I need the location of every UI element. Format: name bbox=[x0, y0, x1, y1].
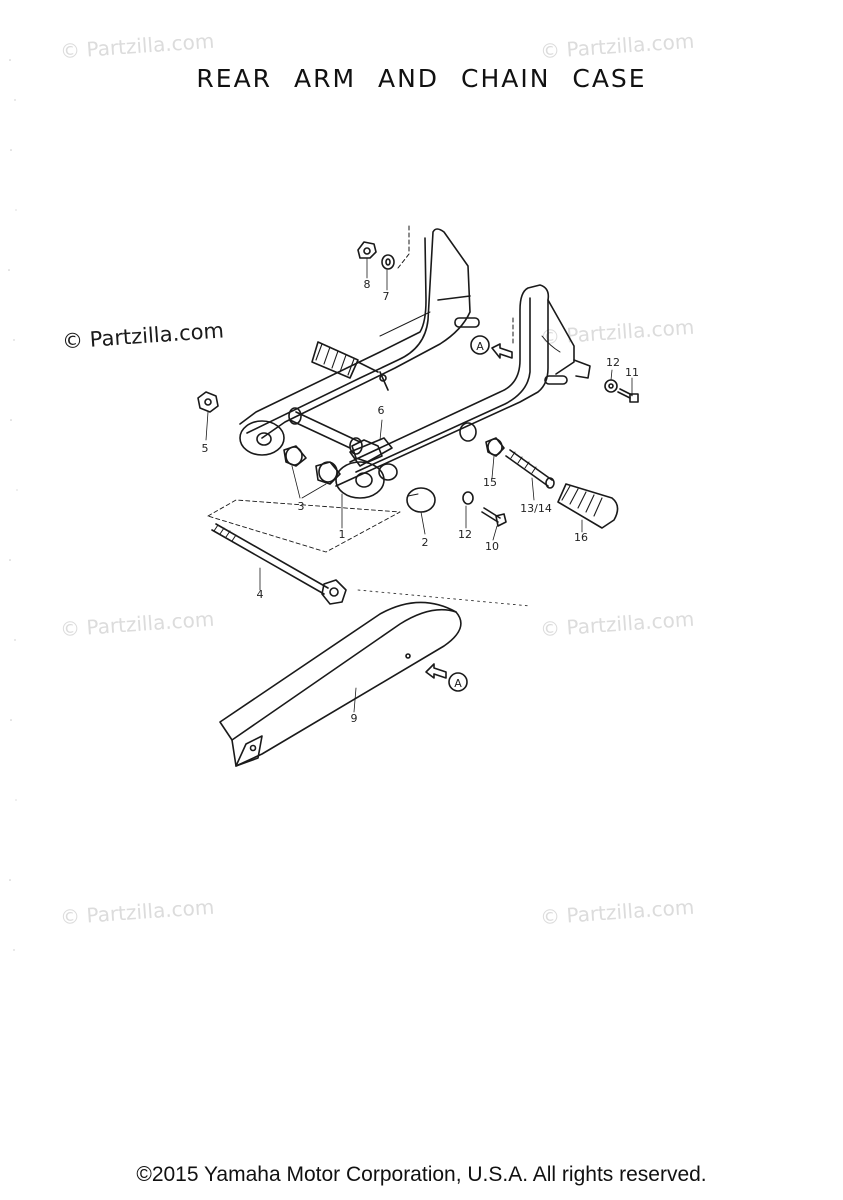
scan-edge-noise bbox=[8, 59, 18, 951]
part-collar-15 bbox=[485, 437, 505, 457]
callout-4: 4 bbox=[257, 588, 264, 601]
callout-12-upper: 12 bbox=[606, 356, 620, 369]
reference-arrow-lower: A bbox=[425, 663, 468, 692]
page-title: REAR ARM AND CHAIN CASE bbox=[196, 64, 647, 93]
callout-6: 6 bbox=[378, 404, 385, 417]
callout-13-14: 13/14 bbox=[520, 502, 552, 515]
callout-12-lower: 12 bbox=[458, 528, 472, 541]
part-washer-12-lower bbox=[462, 491, 474, 505]
callout-labels: 1 2 3 4 5 6 7 8 9 10 11 12 12 13/14 15 1… bbox=[202, 278, 640, 725]
callout-15: 15 bbox=[483, 476, 497, 489]
ref-mark-upper: A bbox=[476, 340, 484, 353]
callout-2: 2 bbox=[422, 536, 429, 549]
part-washer-7 bbox=[381, 254, 395, 270]
part-cap-2 bbox=[406, 487, 436, 513]
part-footpeg-16 bbox=[557, 483, 619, 529]
callout-8: 8 bbox=[364, 278, 371, 291]
callout-3: 3 bbox=[298, 500, 305, 513]
callout-1: 1 bbox=[339, 528, 346, 541]
callout-11: 11 bbox=[625, 366, 639, 379]
footpeg-upper bbox=[311, 341, 379, 379]
part-shaft-13-14 bbox=[505, 449, 555, 489]
part-bracket-6 bbox=[351, 439, 383, 463]
reference-arrow-upper: A bbox=[470, 335, 513, 359]
part-bushings-3 bbox=[283, 445, 341, 485]
part-bolt-10 bbox=[481, 507, 507, 527]
part-bolt-11 bbox=[617, 388, 639, 403]
callout-5: 5 bbox=[202, 442, 209, 455]
callout-9: 9 bbox=[351, 712, 358, 725]
part-bolt-4 bbox=[211, 523, 347, 605]
part-washer-12-upper bbox=[604, 379, 618, 393]
part-chain-case-9 bbox=[219, 601, 462, 767]
callout-16: 16 bbox=[574, 531, 588, 544]
part-nut-8 bbox=[357, 241, 377, 259]
ref-mark-lower: A bbox=[454, 677, 462, 690]
part-nut-5 bbox=[197, 391, 219, 413]
rear-arm-frame bbox=[239, 228, 591, 499]
callout-7: 7 bbox=[383, 290, 390, 303]
callout-10: 10 bbox=[485, 540, 499, 553]
copyright-footer: ©2015 Yamaha Motor Corporation, U.S.A. A… bbox=[136, 1163, 707, 1186]
leader-lines bbox=[205, 257, 633, 713]
